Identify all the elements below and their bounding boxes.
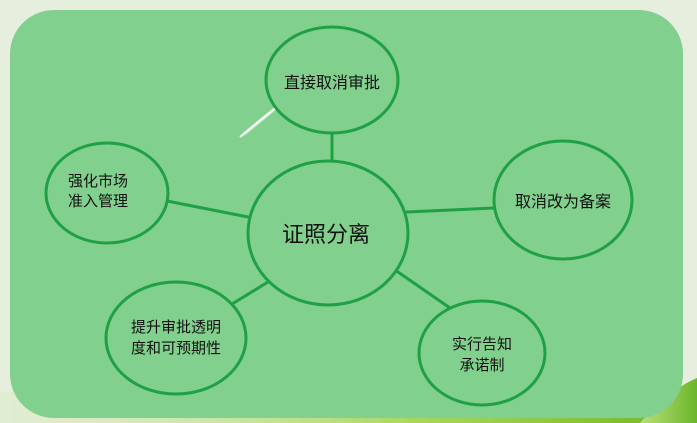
node-right: 取消改为备案 xyxy=(492,139,634,261)
node-bottom-left-label-line2: 度和可预期性 xyxy=(131,339,221,357)
node-bottom-right: 实行告知 承诺制 xyxy=(417,299,547,407)
node-center: 证照分离 xyxy=(246,159,410,307)
node-right-circle xyxy=(492,139,634,261)
node-top-label: 直接取消审批 xyxy=(284,73,380,92)
connector-left xyxy=(165,199,250,219)
connector-bottom-left xyxy=(230,280,270,306)
node-left: 强化市场 准入管理 xyxy=(44,141,170,245)
node-left-circle xyxy=(44,141,170,245)
connector-right xyxy=(405,206,496,214)
connector-bottom-right xyxy=(396,270,452,310)
node-right-label: 取消改为备案 xyxy=(515,192,611,211)
node-bottom-left-circle xyxy=(104,280,248,396)
node-left-label-line1: 强化市场 xyxy=(68,172,128,190)
node-center-label: 证照分离 xyxy=(282,223,370,248)
connectors xyxy=(165,131,496,310)
node-bottom-right-label-line1: 实行告知 xyxy=(452,335,512,353)
node-bottom-right-label-line2: 承诺制 xyxy=(459,356,504,374)
node-top-circle xyxy=(264,25,400,135)
node-bottom-right-circle xyxy=(417,299,547,407)
node-left-label-line2: 准入管理 xyxy=(68,192,128,210)
node-center-circle xyxy=(246,159,410,307)
node-bottom-left: 提升审批透明 度和可预期性 xyxy=(104,280,248,396)
node-top: 直接取消审批 xyxy=(264,25,400,135)
node-bottom-left-label-line1: 提升审批透明 xyxy=(131,318,221,336)
